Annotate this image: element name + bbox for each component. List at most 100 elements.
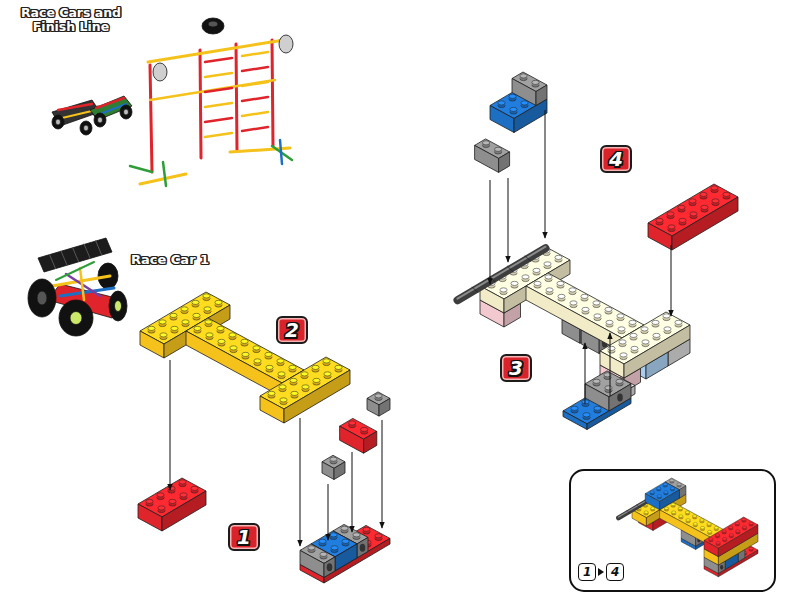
rod: [140, 174, 186, 184]
stud: [569, 288, 576, 292]
stud: [707, 523, 711, 526]
stud: [278, 372, 285, 376]
stud: [593, 301, 600, 305]
axle-ridge: [507, 266, 513, 272]
brick-face: [367, 398, 379, 416]
brick-face: [672, 197, 738, 250]
stud: [729, 526, 733, 529]
stud: [375, 534, 382, 538]
stud: [618, 327, 625, 331]
stud: [749, 522, 753, 525]
stud: [558, 294, 565, 298]
stud: [652, 320, 659, 324]
stud: [729, 534, 733, 537]
stud: [643, 512, 647, 515]
stud: [324, 372, 331, 376]
stud: [653, 333, 660, 337]
tire: [202, 18, 224, 34]
stud: [715, 542, 719, 545]
stud: [677, 483, 681, 486]
stud: [675, 320, 682, 324]
stud: [544, 262, 551, 266]
stud: [709, 538, 713, 541]
leader-arrow: [328, 484, 329, 540]
stud: [714, 527, 718, 530]
stud: [495, 147, 502, 151]
rod: [236, 44, 237, 150]
axle-ridge: [525, 256, 531, 262]
stud: [708, 530, 712, 533]
stud: [663, 314, 670, 318]
stud: [642, 340, 649, 344]
brick-face: [324, 557, 335, 578]
stud: [668, 225, 675, 229]
stud: [670, 504, 674, 507]
stud: [253, 346, 260, 350]
axle: [458, 248, 546, 300]
stud: [700, 192, 707, 196]
stud: [205, 320, 212, 324]
rod: [205, 88, 232, 92]
stud: [723, 192, 730, 196]
axle-ridge: [627, 510, 631, 514]
brick-face: [660, 490, 680, 510]
stud: [670, 487, 674, 490]
stud: [331, 546, 338, 550]
stud: [581, 294, 588, 298]
stud: [191, 486, 198, 490]
leader-arrow: [610, 333, 611, 396]
stud: [520, 74, 527, 78]
stud: [546, 288, 553, 292]
technic-hole: [720, 565, 723, 570]
stud: [193, 313, 200, 317]
stud: [742, 526, 746, 529]
stud: [320, 552, 327, 556]
stud: [678, 507, 682, 510]
stud: [716, 542, 720, 545]
model-title: Race Cars and Finish Line: [8, 6, 134, 34]
wheel: [28, 279, 56, 317]
axle-ridge: [490, 276, 496, 282]
rod: [280, 140, 282, 164]
stud: [570, 301, 577, 305]
rod: [130, 166, 152, 172]
inset-frame: [570, 470, 775, 591]
hub: [115, 301, 122, 312]
leader-arrow: [490, 180, 491, 284]
stud: [686, 519, 690, 522]
rod: [148, 40, 284, 62]
stud: [342, 539, 349, 543]
stud: [158, 506, 165, 510]
stud: [672, 511, 676, 514]
stud: [678, 205, 685, 209]
stud: [511, 281, 518, 285]
rod: [242, 97, 268, 101]
stud: [679, 218, 686, 222]
stud: [323, 359, 330, 363]
stud: [291, 391, 298, 395]
stud: [715, 534, 719, 537]
stud: [650, 508, 654, 511]
leader-arrow: [382, 420, 383, 528]
rod: [58, 104, 92, 110]
step-number: 4: [609, 147, 623, 171]
stud: [605, 386, 612, 390]
stud: [349, 421, 356, 425]
step-number-badge: 2: [276, 316, 308, 344]
stud: [712, 199, 719, 203]
stud: [498, 101, 505, 105]
stud: [657, 495, 661, 498]
stud: [679, 515, 683, 518]
hub: [37, 291, 47, 305]
stud: [312, 365, 319, 369]
sequence-arrow: [598, 568, 604, 576]
stud: [690, 212, 697, 216]
stud: [148, 326, 155, 330]
rod: [56, 262, 94, 280]
stud: [330, 547, 337, 551]
stud: [218, 339, 225, 343]
axle-ridge: [472, 287, 478, 293]
stud: [268, 391, 275, 395]
